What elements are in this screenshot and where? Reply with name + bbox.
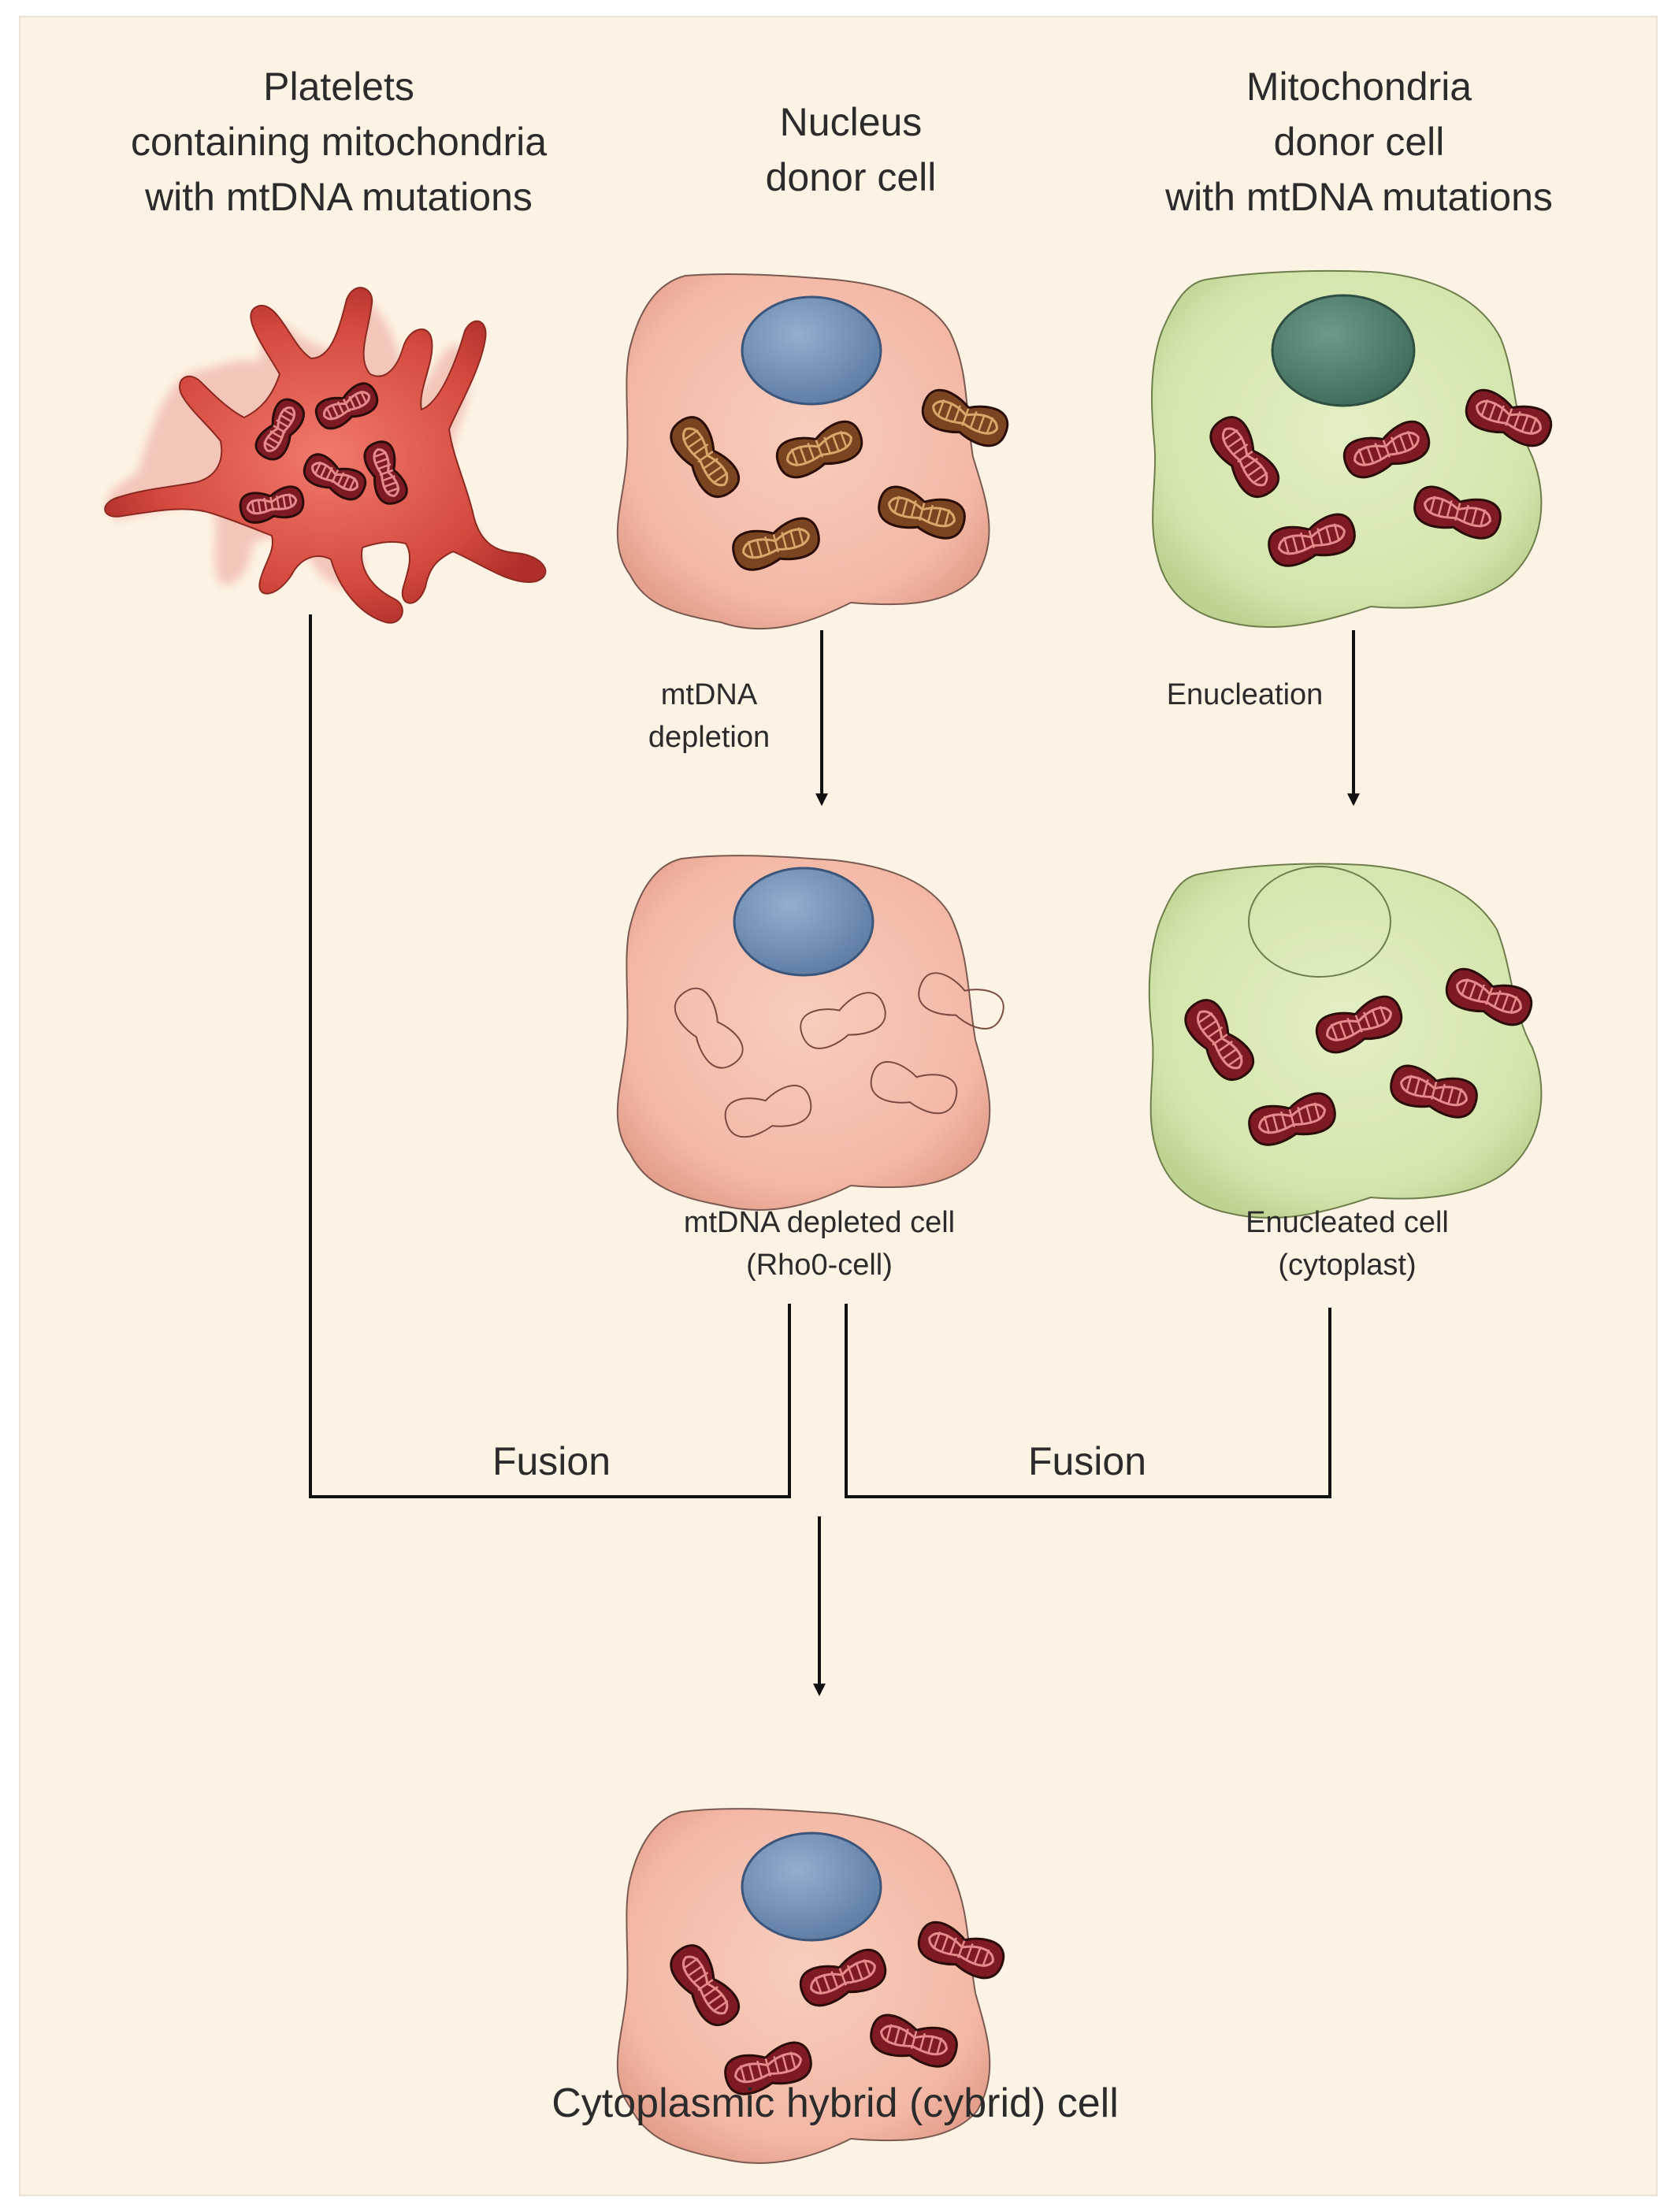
mitochondria-donor-cell: [1151, 269, 1553, 629]
depletion-label-line-1: mtDNA: [660, 678, 758, 711]
right-fusion-line: [845, 1304, 1331, 1498]
mito-donor-header-line-1: Mitochondria: [1246, 65, 1472, 109]
mitochondrion: [1209, 416, 1280, 499]
mitochondrion: [878, 485, 966, 540]
mitochondrion: [921, 388, 1009, 447]
nucleus: [733, 867, 874, 977]
depletion-label: mtDNA depletion: [607, 674, 811, 759]
mitochondrion: [1413, 485, 1502, 540]
mitochondrion: [1184, 999, 1255, 1082]
depletion-label-line-2: depletion: [648, 721, 771, 754]
mutant-mitochondria: [1209, 388, 1553, 567]
enucleation-label-text: Enucleation: [1166, 678, 1324, 711]
mitochondrion: [670, 1944, 741, 2027]
mitochondrion: [775, 420, 863, 479]
rho0-label: mtDNA depleted cell (Rho0-cell): [638, 1201, 1001, 1286]
cytoplast-cell: [1148, 863, 1543, 1219]
mitochondrion: [799, 1948, 887, 2007]
platelet-cell: [104, 287, 547, 624]
mitochondrion: [670, 416, 741, 499]
rho0-label-line-1: mtDNA depleted cell: [683, 1206, 956, 1239]
mitochondrion: [1315, 995, 1403, 1054]
mitochondrion: [724, 2041, 812, 2095]
cytoplast-label-line-2: (cytoplast): [1278, 1249, 1417, 1282]
mitochondrion: [254, 398, 305, 461]
mitochondrion: [1268, 513, 1356, 567]
healthy-mitochondria: [670, 388, 1009, 571]
mitochondrion: [870, 2013, 958, 2068]
mitochondrion: [1390, 1064, 1478, 1119]
platelets-header-line-1: Platelets: [263, 65, 414, 109]
mitochondrion: [1465, 388, 1553, 447]
cybrid-cell: [616, 1808, 1005, 2164]
cytoplast-label: Enucleated cell (cytoplast): [1182, 1201, 1513, 1286]
fusion-left-label: Fusion: [492, 1439, 611, 1483]
left-fusion-line: [309, 614, 791, 1498]
mito-donor-header: Mitochondria donor cell with mtDNA mutat…: [1095, 59, 1623, 225]
nucleus: [1271, 294, 1416, 407]
mitochondrion: [363, 440, 408, 505]
nucleus-donor-cell: [616, 273, 1009, 630]
cytoplast-label-line-1: Enucleated cell: [1246, 1206, 1449, 1239]
nucleus-donor-header-line-2: donor cell: [765, 155, 937, 199]
nucleus: [741, 1832, 882, 1942]
nucleus: [741, 295, 882, 406]
mitochondrion: [1342, 420, 1431, 479]
mitochondrion: [1248, 1092, 1336, 1146]
empty-mitochondrion: [918, 972, 1004, 1030]
mito-donor-header-line-2: donor cell: [1273, 120, 1445, 164]
platelets-header-line-2: containing mitochondria: [130, 120, 548, 164]
empty-mitochondrion: [800, 992, 886, 1049]
fusion-right-label: Fusion: [1027, 1439, 1147, 1483]
mito-donor-header-line-3: with mtDNA mutations: [1165, 175, 1553, 219]
nucleus-donor-header-line-1: Nucleus: [779, 100, 923, 144]
empty-mitochondrion: [724, 1085, 812, 1138]
mutant-mitochondria: [1184, 967, 1533, 1146]
connectors: [309, 614, 1360, 1697]
mutant-mitochondria: [670, 1921, 1005, 2095]
mitochondrion: [917, 1921, 1005, 1980]
mitochondrion: [303, 453, 366, 501]
mitochondrion: [732, 517, 820, 571]
enucleation-label: Enucleation: [1119, 674, 1371, 716]
platelet-mitochondria: [239, 382, 408, 524]
mitochondrion: [1445, 967, 1533, 1026]
platelets-header-line-3: with mtDNA mutations: [145, 175, 533, 219]
rho0-cell: [616, 855, 1004, 1211]
cybrid-label: Cytoplasmic hybrid (cybrid) cell: [551, 2080, 1119, 2126]
nucleus-donor-header: Nucleus donor cell: [693, 95, 1008, 205]
empty-nucleus-outline: [1248, 866, 1391, 978]
platelets-header: Platelets containing mitochondria with m…: [95, 59, 583, 225]
empty-mitochondrion: [870, 1061, 958, 1115]
rho0-label-line-2: (Rho0-cell): [746, 1249, 893, 1282]
mitochondrion: [315, 382, 379, 430]
mitochondrion: [239, 485, 305, 524]
